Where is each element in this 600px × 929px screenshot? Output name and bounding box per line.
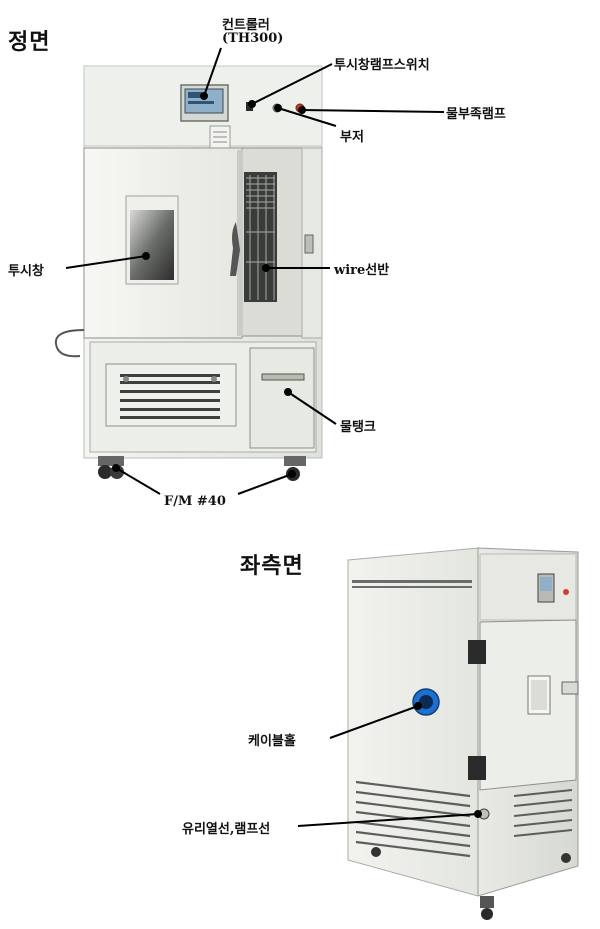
front-view-title: 정면 — [8, 30, 51, 55]
power-cable — [54, 329, 85, 358]
label-casters: F/M #40 — [164, 494, 226, 509]
label-wire-shelf: wire선반 — [334, 263, 390, 278]
caster-wheels — [98, 456, 306, 481]
label-view-window: 투시창 — [8, 264, 44, 279]
label-controller: 컨트롤러 — [222, 18, 270, 33]
lower-hinge — [468, 756, 486, 780]
upper-hinge — [468, 640, 486, 664]
label-controller-model: (TH300) — [222, 31, 284, 46]
side-view-cabinet — [347, 547, 579, 920]
label-buzzer: 부저 — [340, 130, 364, 145]
front-view-cabinet — [54, 65, 323, 481]
interior-rack — [244, 172, 277, 302]
label-water-low-lamp: 물부족램프 — [446, 107, 506, 122]
label-lamp-switch: 투시창램프스위치 — [334, 58, 430, 73]
label-glass-heater-lamp-wire: 유리열선,램프선 — [182, 822, 271, 837]
side-leader-lines — [297, 702, 482, 827]
door-handle — [230, 222, 240, 276]
label-cable-hole: 케이블홀 — [248, 734, 296, 749]
water-tank-door — [249, 347, 315, 449]
view-window-glass — [130, 210, 174, 280]
label-water-tank: 물탱크 — [340, 420, 376, 435]
left-side-view-title: 좌측면 — [240, 554, 304, 579]
front-leader-lines — [65, 47, 445, 495]
